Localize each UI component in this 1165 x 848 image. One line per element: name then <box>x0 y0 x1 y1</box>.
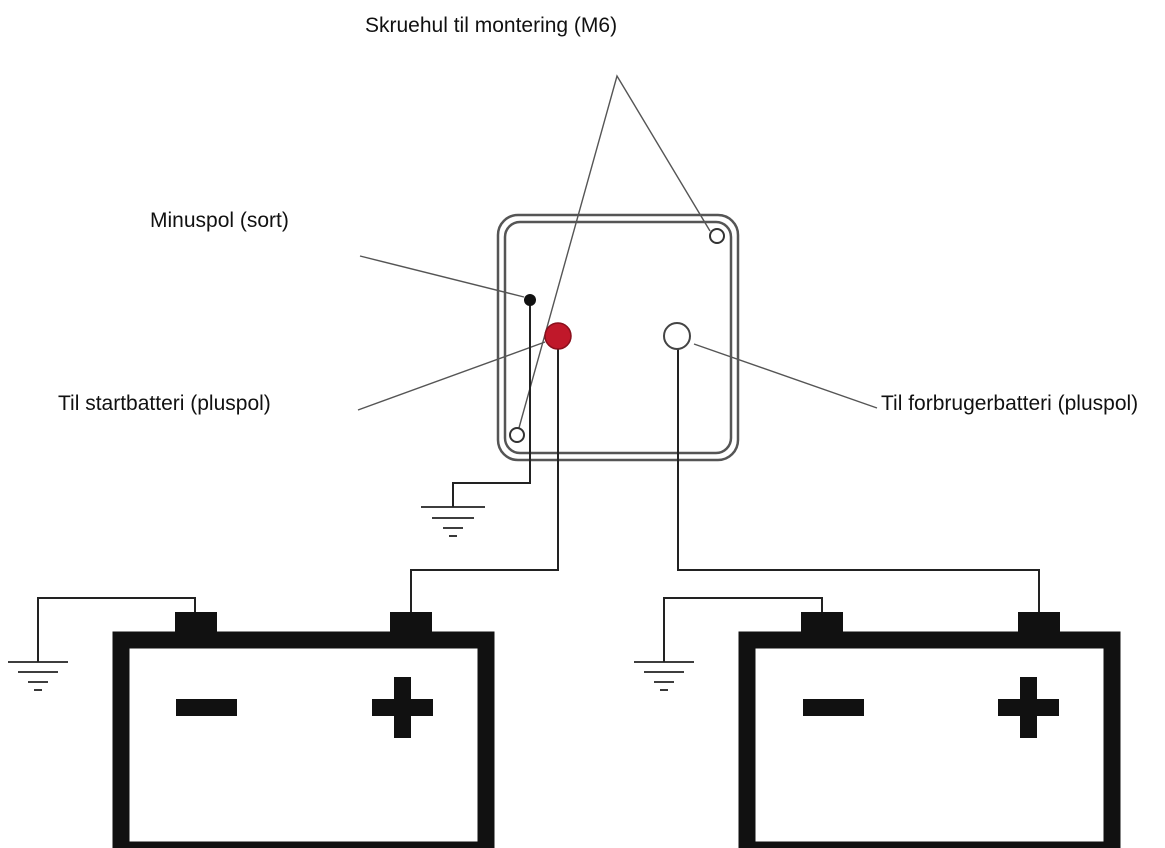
service-battery-case <box>738 631 1121 848</box>
leader-service-battery <box>693 343 878 409</box>
ground-symbol-service-battery <box>634 661 694 691</box>
wire-start-battery <box>410 336 559 612</box>
ground-symbol-start-battery <box>8 661 68 691</box>
wire-negative-ground <box>452 300 531 507</box>
start-battery-terminal <box>544 322 572 350</box>
leader-lines <box>357 74 878 436</box>
wire-service-battery-negative <box>663 597 823 662</box>
start-battery-minus-sign <box>176 699 237 716</box>
service-battery-plus-sign-v <box>1020 677 1037 738</box>
ground-symbol-unit <box>421 506 485 537</box>
label-negative-terminal: Minuspol (sort) <box>150 209 289 232</box>
start-battery-plus-sign-v <box>394 677 411 738</box>
leader-mounting-holes <box>516 74 711 436</box>
mounting-hole-bottom-left <box>509 427 525 443</box>
wire-service-battery <box>677 336 1040 612</box>
mounting-hole-top-right <box>709 228 725 244</box>
label-to-start-battery: Til startbatteri (pluspol) <box>58 392 271 415</box>
negative-terminal <box>524 294 536 306</box>
service-battery-minus-sign <box>803 699 864 716</box>
wires <box>37 300 1040 662</box>
wire-start-battery-negative <box>37 597 196 662</box>
service-battery <box>738 612 1121 848</box>
unit-inner-outline <box>503 220 733 455</box>
label-mounting-holes: Skruehul til montering (M6) <box>365 14 617 37</box>
start-battery-case <box>112 631 495 848</box>
separator-unit <box>496 213 740 462</box>
label-to-service-battery: Til forbrugerbatteri (pluspol) <box>881 392 1138 415</box>
unit-outer-outline <box>496 213 740 462</box>
start-battery <box>112 612 495 848</box>
leader-start-battery <box>357 341 546 411</box>
leader-negative-terminal <box>359 255 525 298</box>
service-battery-terminal <box>663 322 691 350</box>
